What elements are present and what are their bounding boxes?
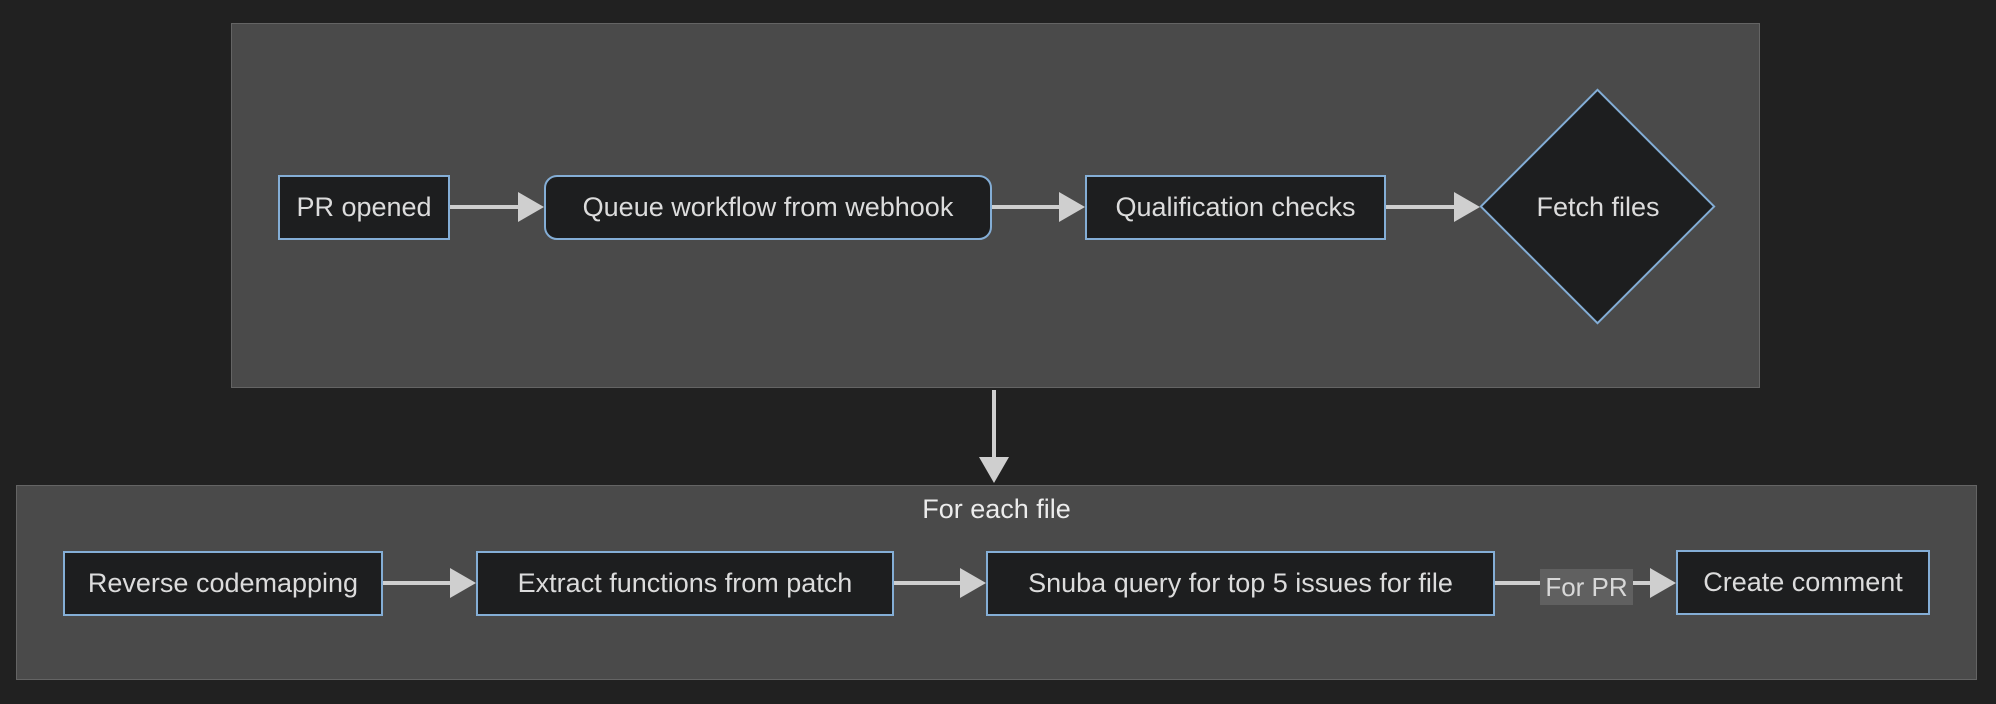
node-fetch-files-label: Fetch files [1536, 191, 1660, 222]
arrow-head-snuba-to-create-comment [1650, 568, 1676, 598]
edge-qualification-to-fetch [1386, 205, 1454, 209]
arrow-head-pr-to-queue [518, 192, 544, 222]
node-extract-functions: Extract functions from patch [476, 551, 894, 616]
arrow-head-queue-to-qualification [1059, 192, 1085, 222]
node-qualification-checks: Qualification checks [1085, 175, 1386, 240]
edge-stage-one-to-for-each-file [992, 390, 996, 457]
arrow-head-extract-to-snuba [960, 568, 986, 598]
node-reverse-codemapping: Reverse codemapping [63, 551, 383, 616]
arrow-head-qualification-to-fetch [1454, 192, 1480, 222]
edge-pr-to-queue [450, 205, 520, 209]
cluster-title-for-each-file: For each file [922, 494, 1071, 524]
edge-reverse-to-extract [383, 581, 450, 585]
node-pr-opened: PR opened [278, 175, 450, 240]
node-create-comment: Create comment [1676, 550, 1930, 615]
edge-label-for-pr: For PR [1540, 569, 1633, 605]
edge-queue-to-qualification [992, 205, 1059, 209]
node-snuba-query: Snuba query for top 5 issues for file [986, 551, 1495, 616]
node-queue-workflow: Queue workflow from webhook [544, 175, 992, 240]
arrow-head-stage-one-to-for-each-file [979, 457, 1009, 483]
arrow-head-reverse-to-extract [450, 568, 476, 598]
edge-extract-to-snuba [894, 581, 960, 585]
